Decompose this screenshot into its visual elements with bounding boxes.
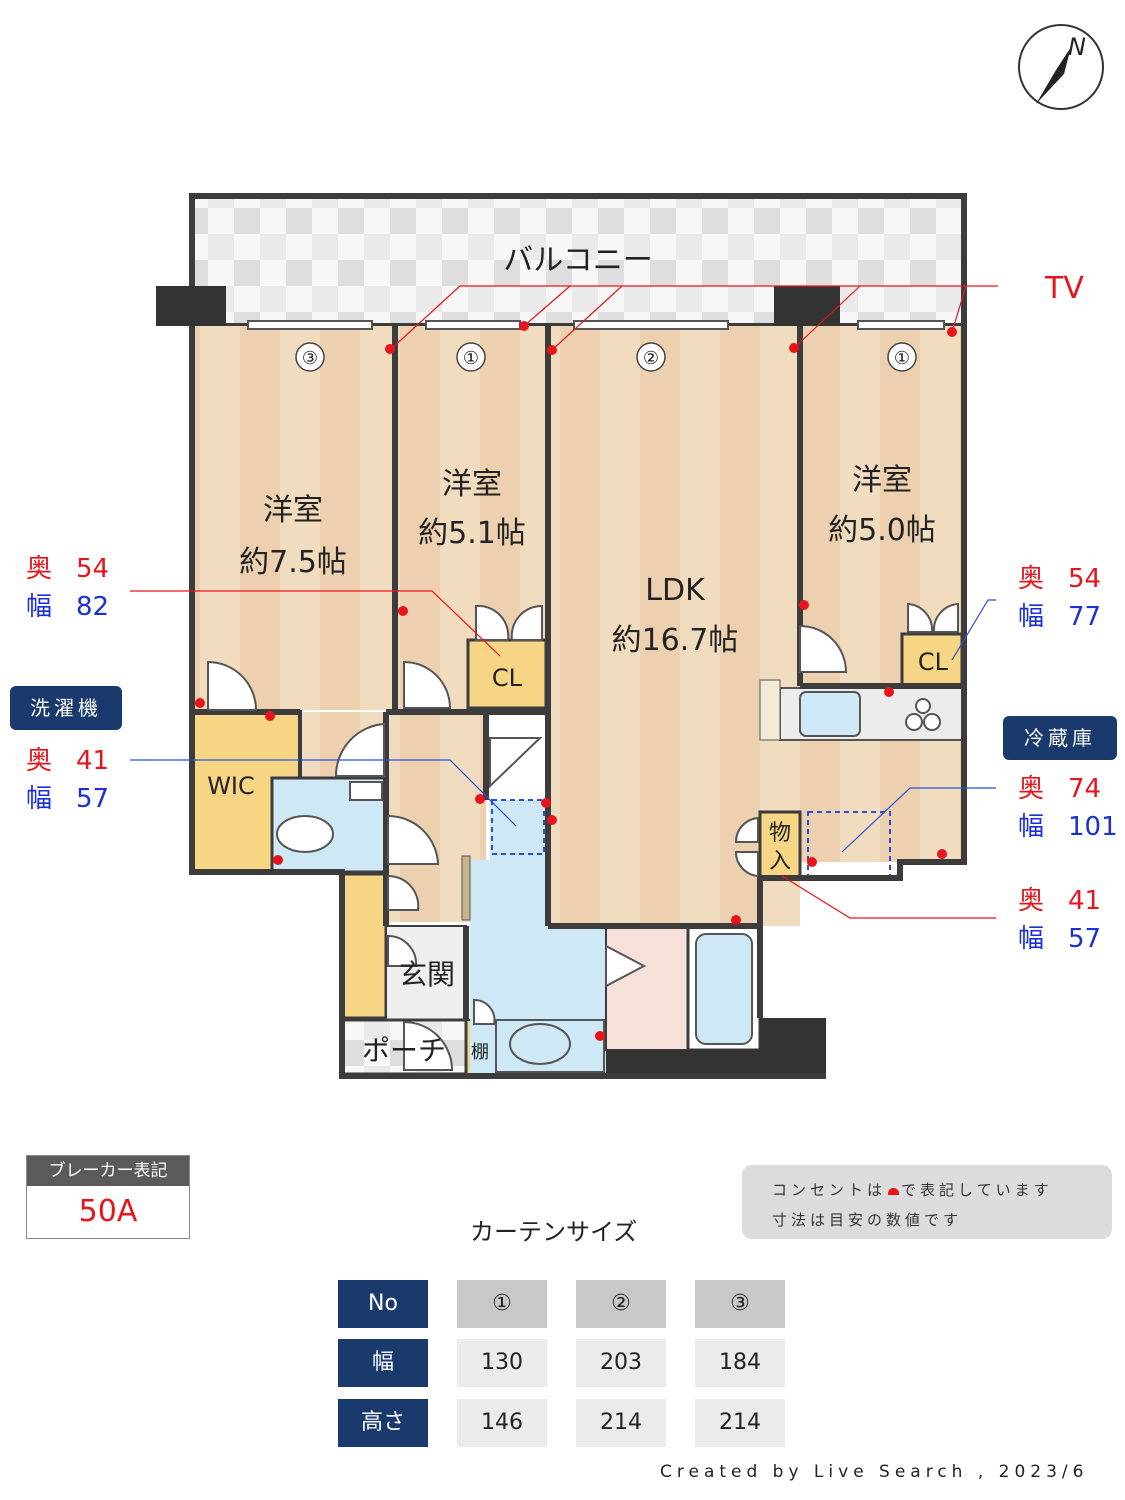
room-3-name: 洋室 [263, 493, 323, 528]
stove-icon [905, 713, 923, 731]
porch-label: ポーチ [362, 1034, 446, 1067]
window-number: ① [463, 348, 479, 369]
note-line1b: で表記しています [901, 1181, 1053, 1199]
toilet-icon [276, 815, 334, 853]
table-header: ① [457, 1280, 547, 1328]
room-3 [192, 326, 392, 710]
door-icon [207, 660, 258, 711]
breaker-box: ブレーカー表記 50A [26, 1155, 190, 1239]
note-line1: コンセントは [772, 1181, 887, 1199]
curtain-title: カーテンサイズ [470, 1218, 638, 1246]
room-3-size: 約7.5帖 [239, 545, 347, 580]
table-header: ③ [695, 1280, 785, 1328]
fridge-space [807, 811, 891, 877]
breaker-title: ブレーカー表記 [27, 1156, 189, 1186]
note-line2: 寸法は目安の数値です [772, 1211, 963, 1229]
outlet-legend-icon [888, 1188, 900, 1195]
table-cell: 214 [576, 1399, 666, 1447]
closet-right-label: CL [918, 648, 949, 676]
sink-icon [509, 1023, 571, 1065]
kitchen-sink-icon [799, 691, 861, 737]
room-1a-size: 約5.1帖 [418, 516, 526, 551]
compass-label: N [1068, 33, 1086, 61]
storage [758, 810, 802, 880]
ldk-name: LDK [645, 573, 706, 608]
washer-tag: 洗濯機 [10, 686, 122, 730]
closet-left-label: CL [492, 664, 523, 692]
table-cell: 214 [695, 1399, 785, 1447]
storage-label: 物 [769, 821, 791, 846]
balcony-label: バルコニー [503, 243, 652, 278]
table-cell: 130 [457, 1339, 547, 1387]
room-1a-name: 洋室 [442, 467, 502, 502]
table-row-label: 高さ [338, 1399, 428, 1447]
floor-plan: バルコニー [130, 193, 1084, 1079]
tv-label: TV [1044, 271, 1084, 306]
breaker-value: 50A [78, 1194, 138, 1229]
compass: N [1018, 24, 1104, 110]
credit: Created by Live Search , 2023/6 [660, 1462, 1089, 1482]
table-cell: 146 [457, 1399, 547, 1447]
table-cell: 203 [576, 1339, 666, 1387]
storage-label: 入 [769, 849, 791, 874]
legend-note: コンセントはで表記しています 寸法は目安の数値です [742, 1165, 1112, 1239]
window-number: ① [894, 348, 910, 369]
room-1b-name: 洋室 [852, 463, 912, 498]
shelf-label: 棚 [471, 1042, 489, 1063]
table-cell: 184 [695, 1339, 785, 1387]
bathtub-icon [695, 933, 753, 1045]
table-row-label: 幅 [338, 1339, 428, 1387]
fridge-tag: 冷蔵庫 [1003, 716, 1117, 760]
ldk-size: 約16.7帖 [612, 623, 739, 658]
washer-space [491, 799, 545, 855]
wic-label: WIC [207, 772, 255, 800]
window-number: ③ [302, 348, 318, 369]
room-1b-size: 約5.0帖 [828, 513, 936, 548]
washroom [470, 800, 606, 1074]
table-header: No [338, 1280, 428, 1328]
outlet-icon [385, 344, 395, 354]
compass-needle-icon [1056, 47, 1071, 74]
window-number: ② [643, 348, 659, 369]
entrance-label: 玄関 [399, 958, 455, 991]
table-header: ② [576, 1280, 666, 1328]
